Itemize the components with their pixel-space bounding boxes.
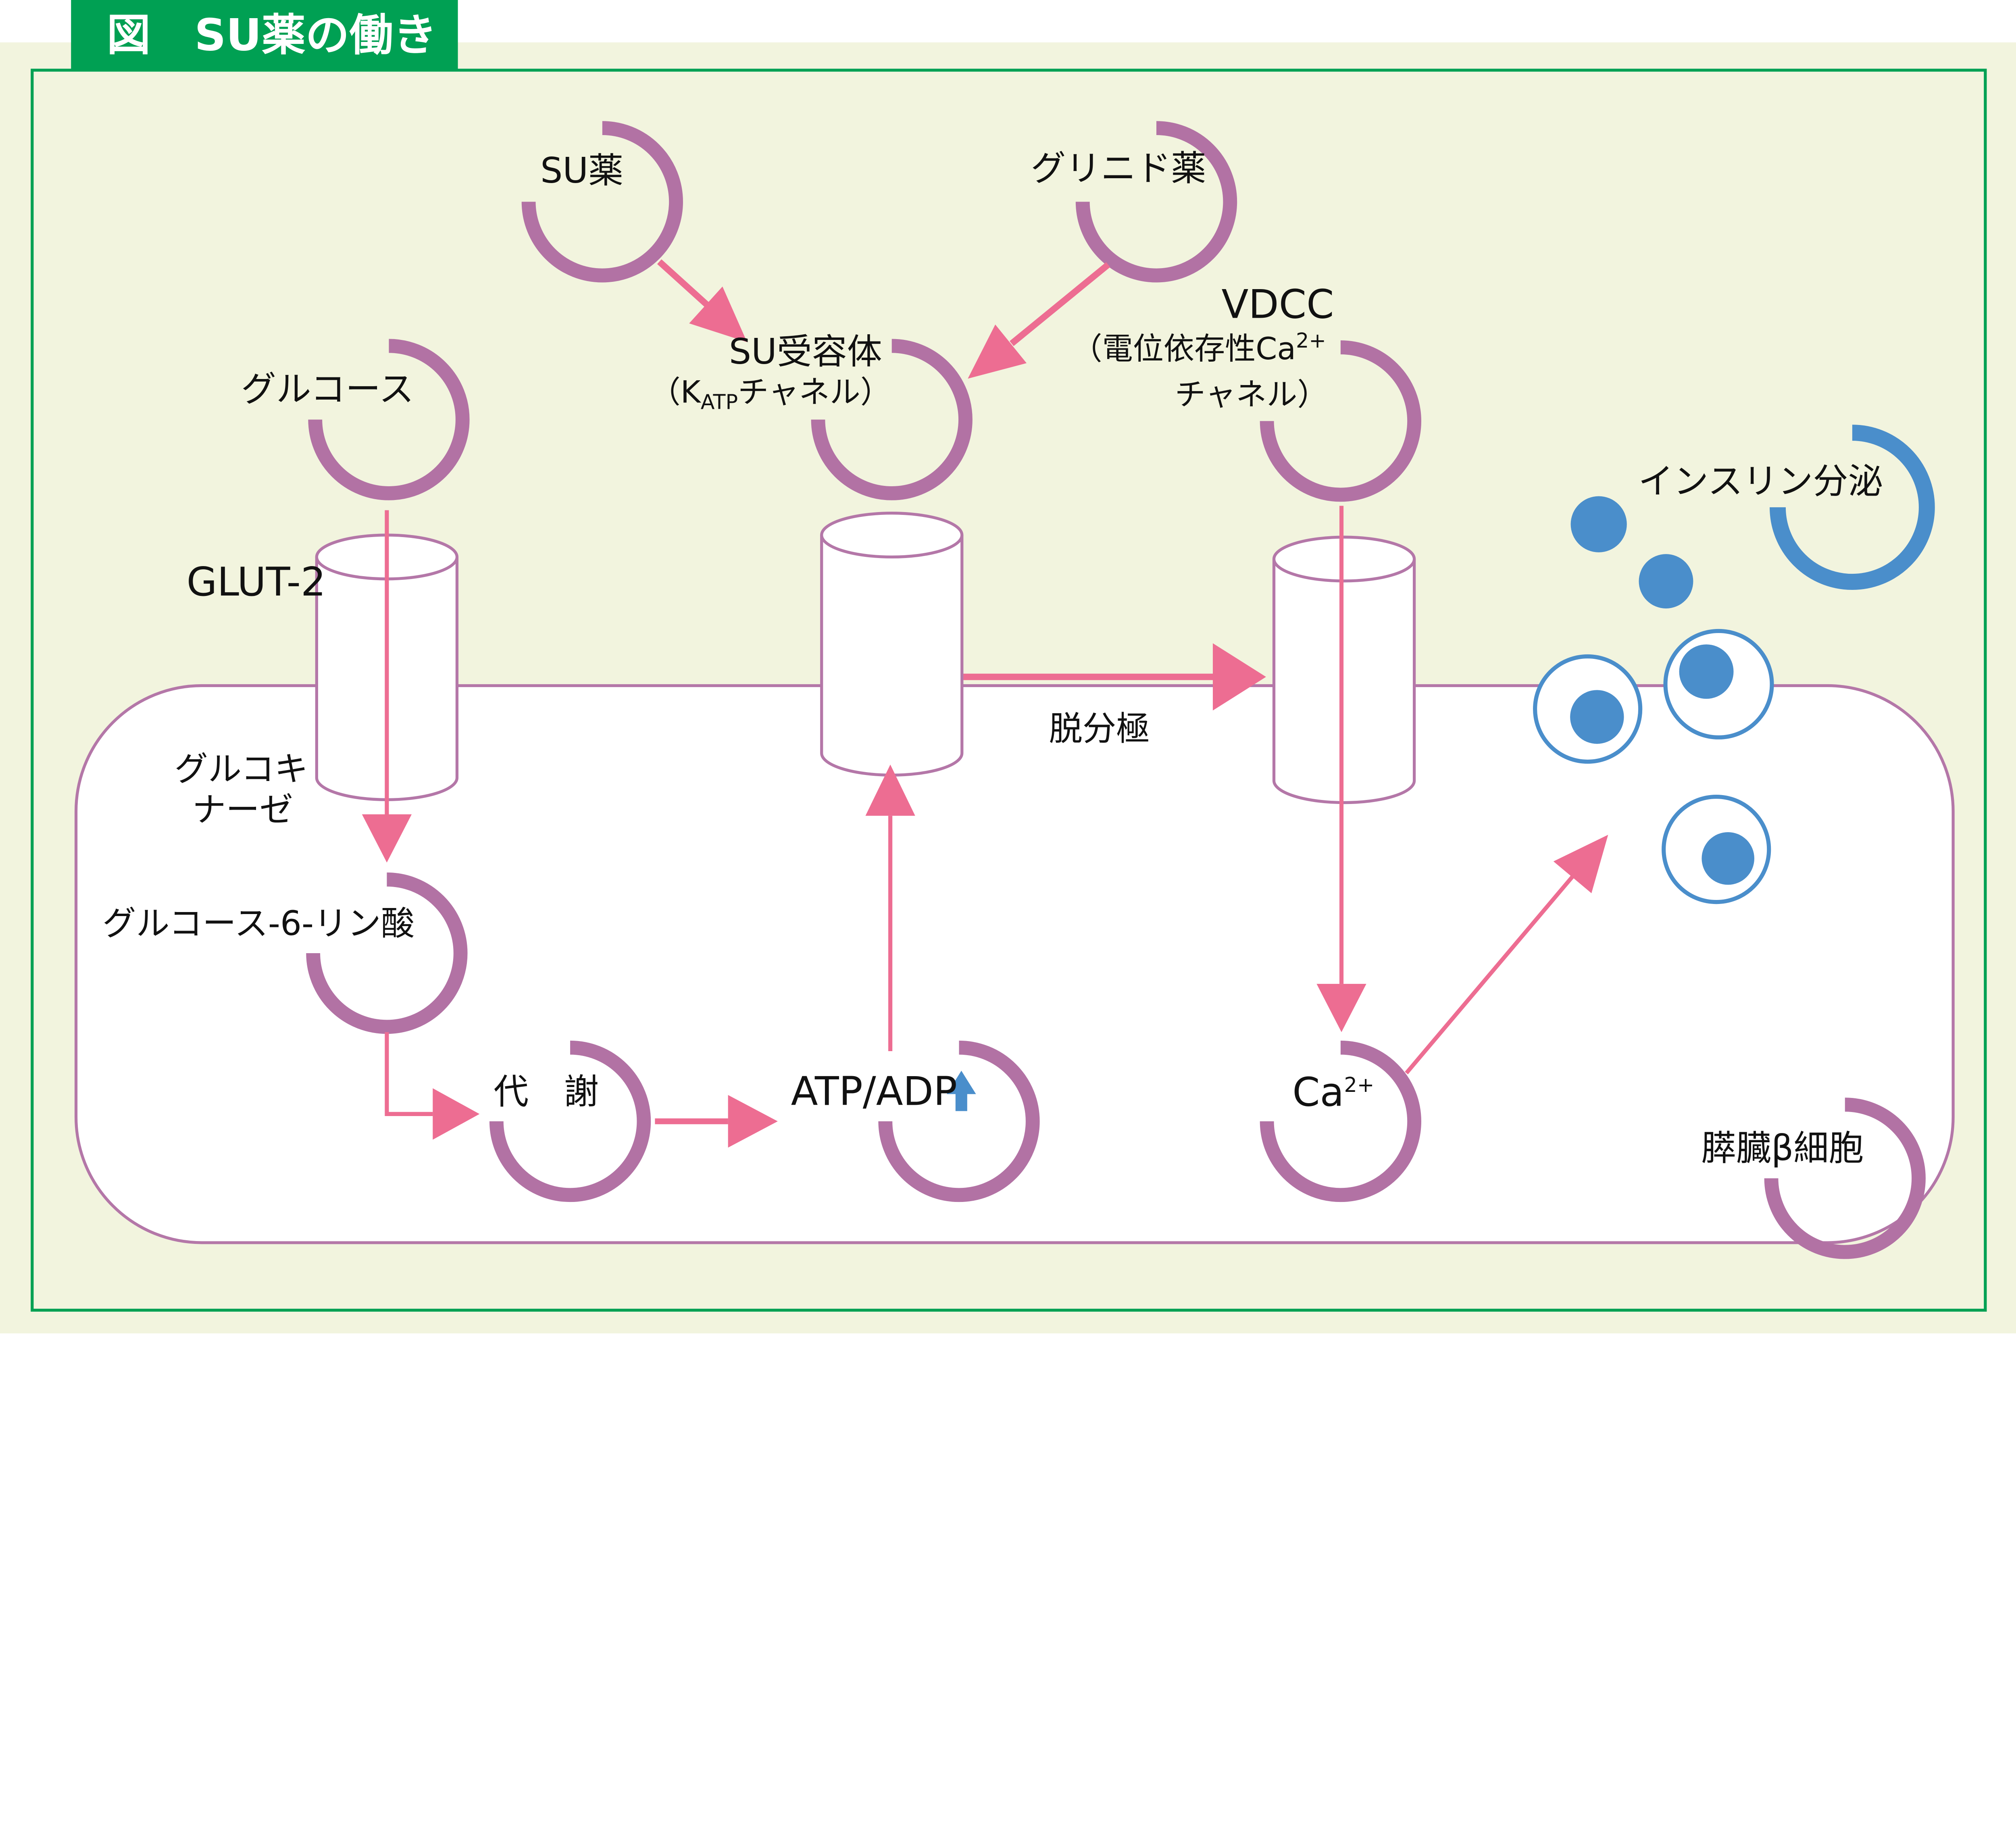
label-glucokinase-line2: ナーゼ: [192, 790, 293, 829]
label-su-drug: SU薬: [540, 150, 623, 191]
label-insulin-secretion: インスリン分泌: [1638, 460, 1883, 502]
beta-cell-membrane: [74, 684, 1955, 1244]
label-beta-cell: 膵臓β細胞: [1701, 1127, 1864, 1168]
label-glucokinase-line1: グルコキ: [174, 750, 308, 789]
label-calcium: Ca2+: [1292, 1070, 1374, 1116]
label-g6p: グルコース-6-リン酸: [102, 904, 414, 943]
label-glut2: GLUT-2: [187, 559, 326, 605]
label-su-receptor: SU受容体: [729, 331, 882, 372]
arrow-su-drug-to-receptor: [657, 259, 747, 342]
diagram-canvas: 図 SU薬の働き: [0, 0, 2016, 1334]
beta-cell-ring: [1764, 1098, 1926, 1259]
label-depolarization: 脱分極: [1049, 709, 1150, 748]
label-metabolism: 代 謝: [494, 1071, 599, 1112]
arrow-g6p-to-metabolism: [385, 1032, 480, 1140]
vdcc-channel: [1272, 535, 1416, 804]
figure-border: [31, 69, 1987, 1312]
atp-adp-ring: [878, 1040, 1040, 1202]
label-glucose: グルコース: [241, 369, 414, 410]
arrow-depolarization: [963, 643, 1266, 711]
insulin-vesicle: [1663, 629, 1774, 739]
arrow-glucose-entry: [362, 510, 412, 863]
title-box: [71, 0, 458, 70]
insulin-secretion-ring: [1770, 425, 1935, 590]
figure-title: 図 SU薬の働き: [107, 10, 437, 61]
insulin-vesicle: [1533, 654, 1643, 764]
katp-channel: [820, 512, 964, 777]
glucose-ring: [308, 339, 470, 500]
arrow-calcium-influx: [1316, 506, 1366, 1032]
insulin-dot: [1639, 554, 1693, 609]
g6p-ring: [306, 872, 468, 1034]
label-vdcc-line3: チャネル）: [1175, 376, 1328, 412]
label-glinide-drug: グリニド薬: [1031, 148, 1206, 189]
label-atp-adp: ATP/ADP: [791, 1068, 957, 1114]
arrow-atp-to-katp-channel: [865, 764, 915, 1051]
label-vdcc: VDCC: [1221, 281, 1334, 327]
su-drug-ring: [521, 121, 683, 283]
insulin-dot: [1570, 496, 1627, 552]
increase-arrow-icon: [947, 1070, 976, 1111]
glinide-drug-ring: [1075, 121, 1237, 283]
figure-su-drug-mechanism: 図 SU薬の働き: [0, 0, 2016, 1334]
label-katp-channel: （KATPチャネル）: [650, 374, 891, 414]
insulin-vesicle: [1662, 794, 1771, 904]
vdcc-ring: [1260, 340, 1421, 502]
su-receptor-ring: [811, 339, 973, 500]
calcium-ring: [1260, 1040, 1421, 1202]
metabolism-ring: [489, 1040, 651, 1202]
arrow-glinide-to-receptor: [968, 262, 1110, 379]
label-vdcc-line2: （電位依存性Ca2+: [1071, 329, 1326, 367]
arrow-metabolism-to-atp: [655, 1095, 778, 1148]
arrow-calcium-to-vesicle: [1405, 835, 1608, 1075]
